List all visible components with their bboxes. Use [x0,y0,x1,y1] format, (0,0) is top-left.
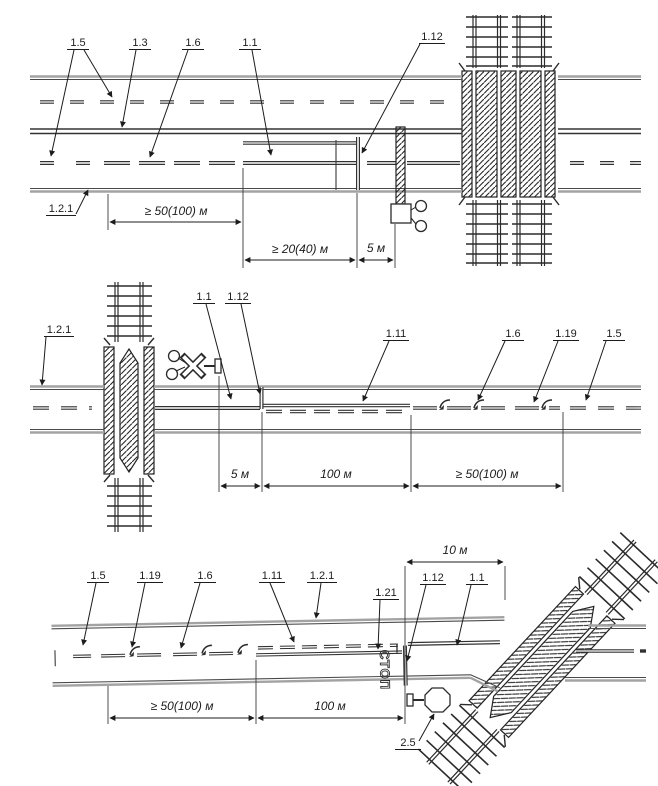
signal-lamp [165,367,179,381]
center-line [73,640,500,659]
dim-50-100: ≥ 50(100) м [145,204,208,218]
signal-lamp [414,199,428,213]
callout-1-21: 1.21 [375,587,396,599]
callouts-2: 1.2.1 1.1 1.12 1.11 1.6 1.19 1.5 [39,291,625,403]
rails-top [466,15,552,68]
sleepers [466,203,552,264]
rails-bottom [466,200,552,266]
dim-50-100: ≥ 50(100) м [151,699,214,713]
callout-1-6: 1.6 [197,570,212,582]
stop-sign-icon [406,687,451,713]
signal-lamp [167,349,181,363]
callout-1-11: 1.11 [262,570,283,582]
dim-5m: 5 м [367,241,385,255]
railway-single-track [103,282,155,532]
callout-1-12: 1.12 [227,291,248,303]
callout-1-5: 1.5 [606,328,621,340]
crossing-deck [458,62,560,206]
callout-1-19: 1.19 [555,328,576,340]
callout-1-6: 1.6 [185,37,200,49]
dim-20-40: ≥ 20(40) м [272,242,328,256]
callout-1-6: 1.6 [505,328,520,340]
sleepers [417,532,658,786]
callouts-1: 1.5 1.3 1.6 1.1 1.12 1.2.1 [46,31,445,216]
sleepers [107,285,152,527]
crossing-deck [459,577,625,747]
lane-line-lower [40,140,641,190]
callout-1-11: 1.11 [386,328,407,340]
dimensions-1: ≥ 50(100) м ≥ 20(40) м 5 м [107,168,396,268]
section-1: ≥ 50(100) м ≥ 20(40) м 5 м 1.5 1.3 1.6 1… [30,15,641,268]
double-solid-line-1-3 [30,128,641,135]
center-line [33,399,641,414]
dim-10m: 10 м [443,543,468,557]
callout-1-2-1: 1.2.1 [47,324,71,336]
railway-diagonal-track [417,532,658,786]
signal-lamp [414,219,428,233]
sleepers [466,16,552,67]
callout-1-5: 1.5 [90,570,105,582]
callout-1-12: 1.12 [421,31,442,43]
road-3-right [565,624,646,682]
road-1 [30,75,641,193]
crossing-deck [103,337,155,483]
section-2: 5 м 100 м ≥ 50(100) м 1.2.1 1.1 1.12 1.1… [30,282,641,532]
dim-50-100: ≥ 50(100) м [456,467,519,481]
dimensions-3: 10 м ≥ 50(100) м 100 м [107,543,506,724]
crossing-signal-icon [165,349,222,381]
callout-1-1: 1.1 [242,37,257,49]
callout-1-2-1: 1.2.1 [310,570,334,582]
callout-1-1: 1.1 [469,572,484,584]
callout-2-5: 2.5 [400,737,415,749]
barrier-icon [390,126,428,233]
dim-100m: 100 м [320,467,352,481]
road-2 [30,385,641,434]
dim-100m: 100 м [314,699,346,713]
callout-1-19: 1.19 [139,570,160,582]
railway-double-track [458,15,560,266]
callouts-3: 1.5 1.19 1.6 1.11 1.2.1 1.21 1.12 1.1 2. [81,570,488,750]
callout-1-2-1: 1.2.1 [49,203,73,215]
section-3: СТОП 10 м ≥ 50(100) м 100 м [51,532,658,786]
dimensions-2: 5 м 100 м ≥ 50(100) м [218,376,564,492]
callout-1-12: 1.12 [422,572,443,584]
callout-1-5: 1.5 [70,37,85,49]
dim-5m: 5 м [231,467,249,481]
callout-1-3: 1.3 [132,37,147,49]
callout-1-1: 1.1 [196,291,211,303]
stop-inscription: СТОП [377,650,393,690]
road-3: СТОП [51,615,505,693]
